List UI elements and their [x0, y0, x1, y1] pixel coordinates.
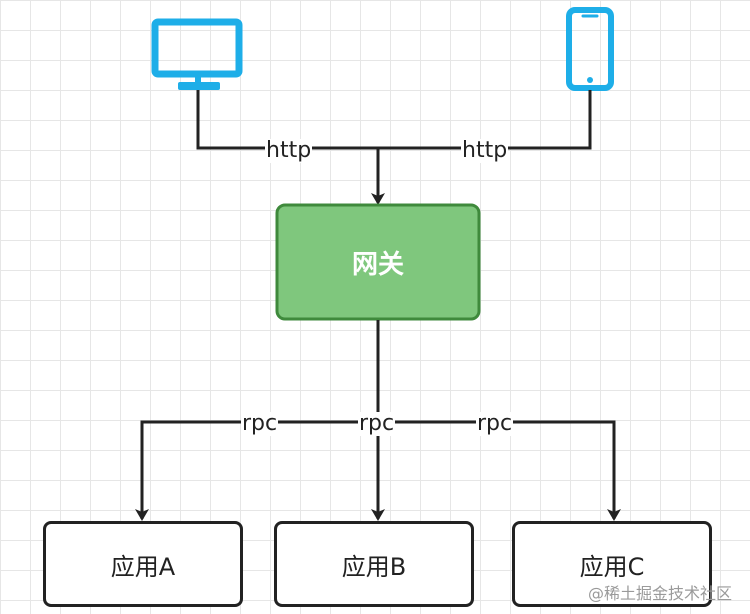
app-a-label: 应用A [110, 552, 176, 581]
smartphone-icon [566, 7, 614, 91]
watermark: @稀土掘金技术社区 [587, 584, 732, 603]
desktop-monitor-icon [151, 18, 243, 90]
app-b-node[interactable]: 应用B [274, 521, 474, 607]
edge-desktop-to-gateway [196, 90, 378, 150]
app-b-label: 应用B [341, 552, 407, 581]
edge-label-app-c-rpc: rpc [476, 411, 514, 436]
edge-gateway-to-app-c [378, 420, 621, 521]
gateway-node[interactable]: 网关 [277, 205, 479, 319]
app-c-label: 应用C [579, 552, 645, 581]
gateway-label: 网关 [351, 249, 404, 280]
edge-label-phone-http: http [461, 138, 509, 163]
edge-phone-to-gateway [378, 90, 592, 150]
gateway-shape [275, 203, 481, 321]
edge-gateway-to-app-a [135, 420, 378, 521]
app-a-node[interactable]: 应用A [43, 521, 243, 607]
edge-label-app-a-rpc: rpc [241, 411, 279, 436]
edge-label-app-b-rpc: rpc [358, 411, 396, 436]
edge-label-desktop-http: http [265, 138, 313, 163]
app-c-node[interactable]: 应用C [512, 521, 712, 607]
